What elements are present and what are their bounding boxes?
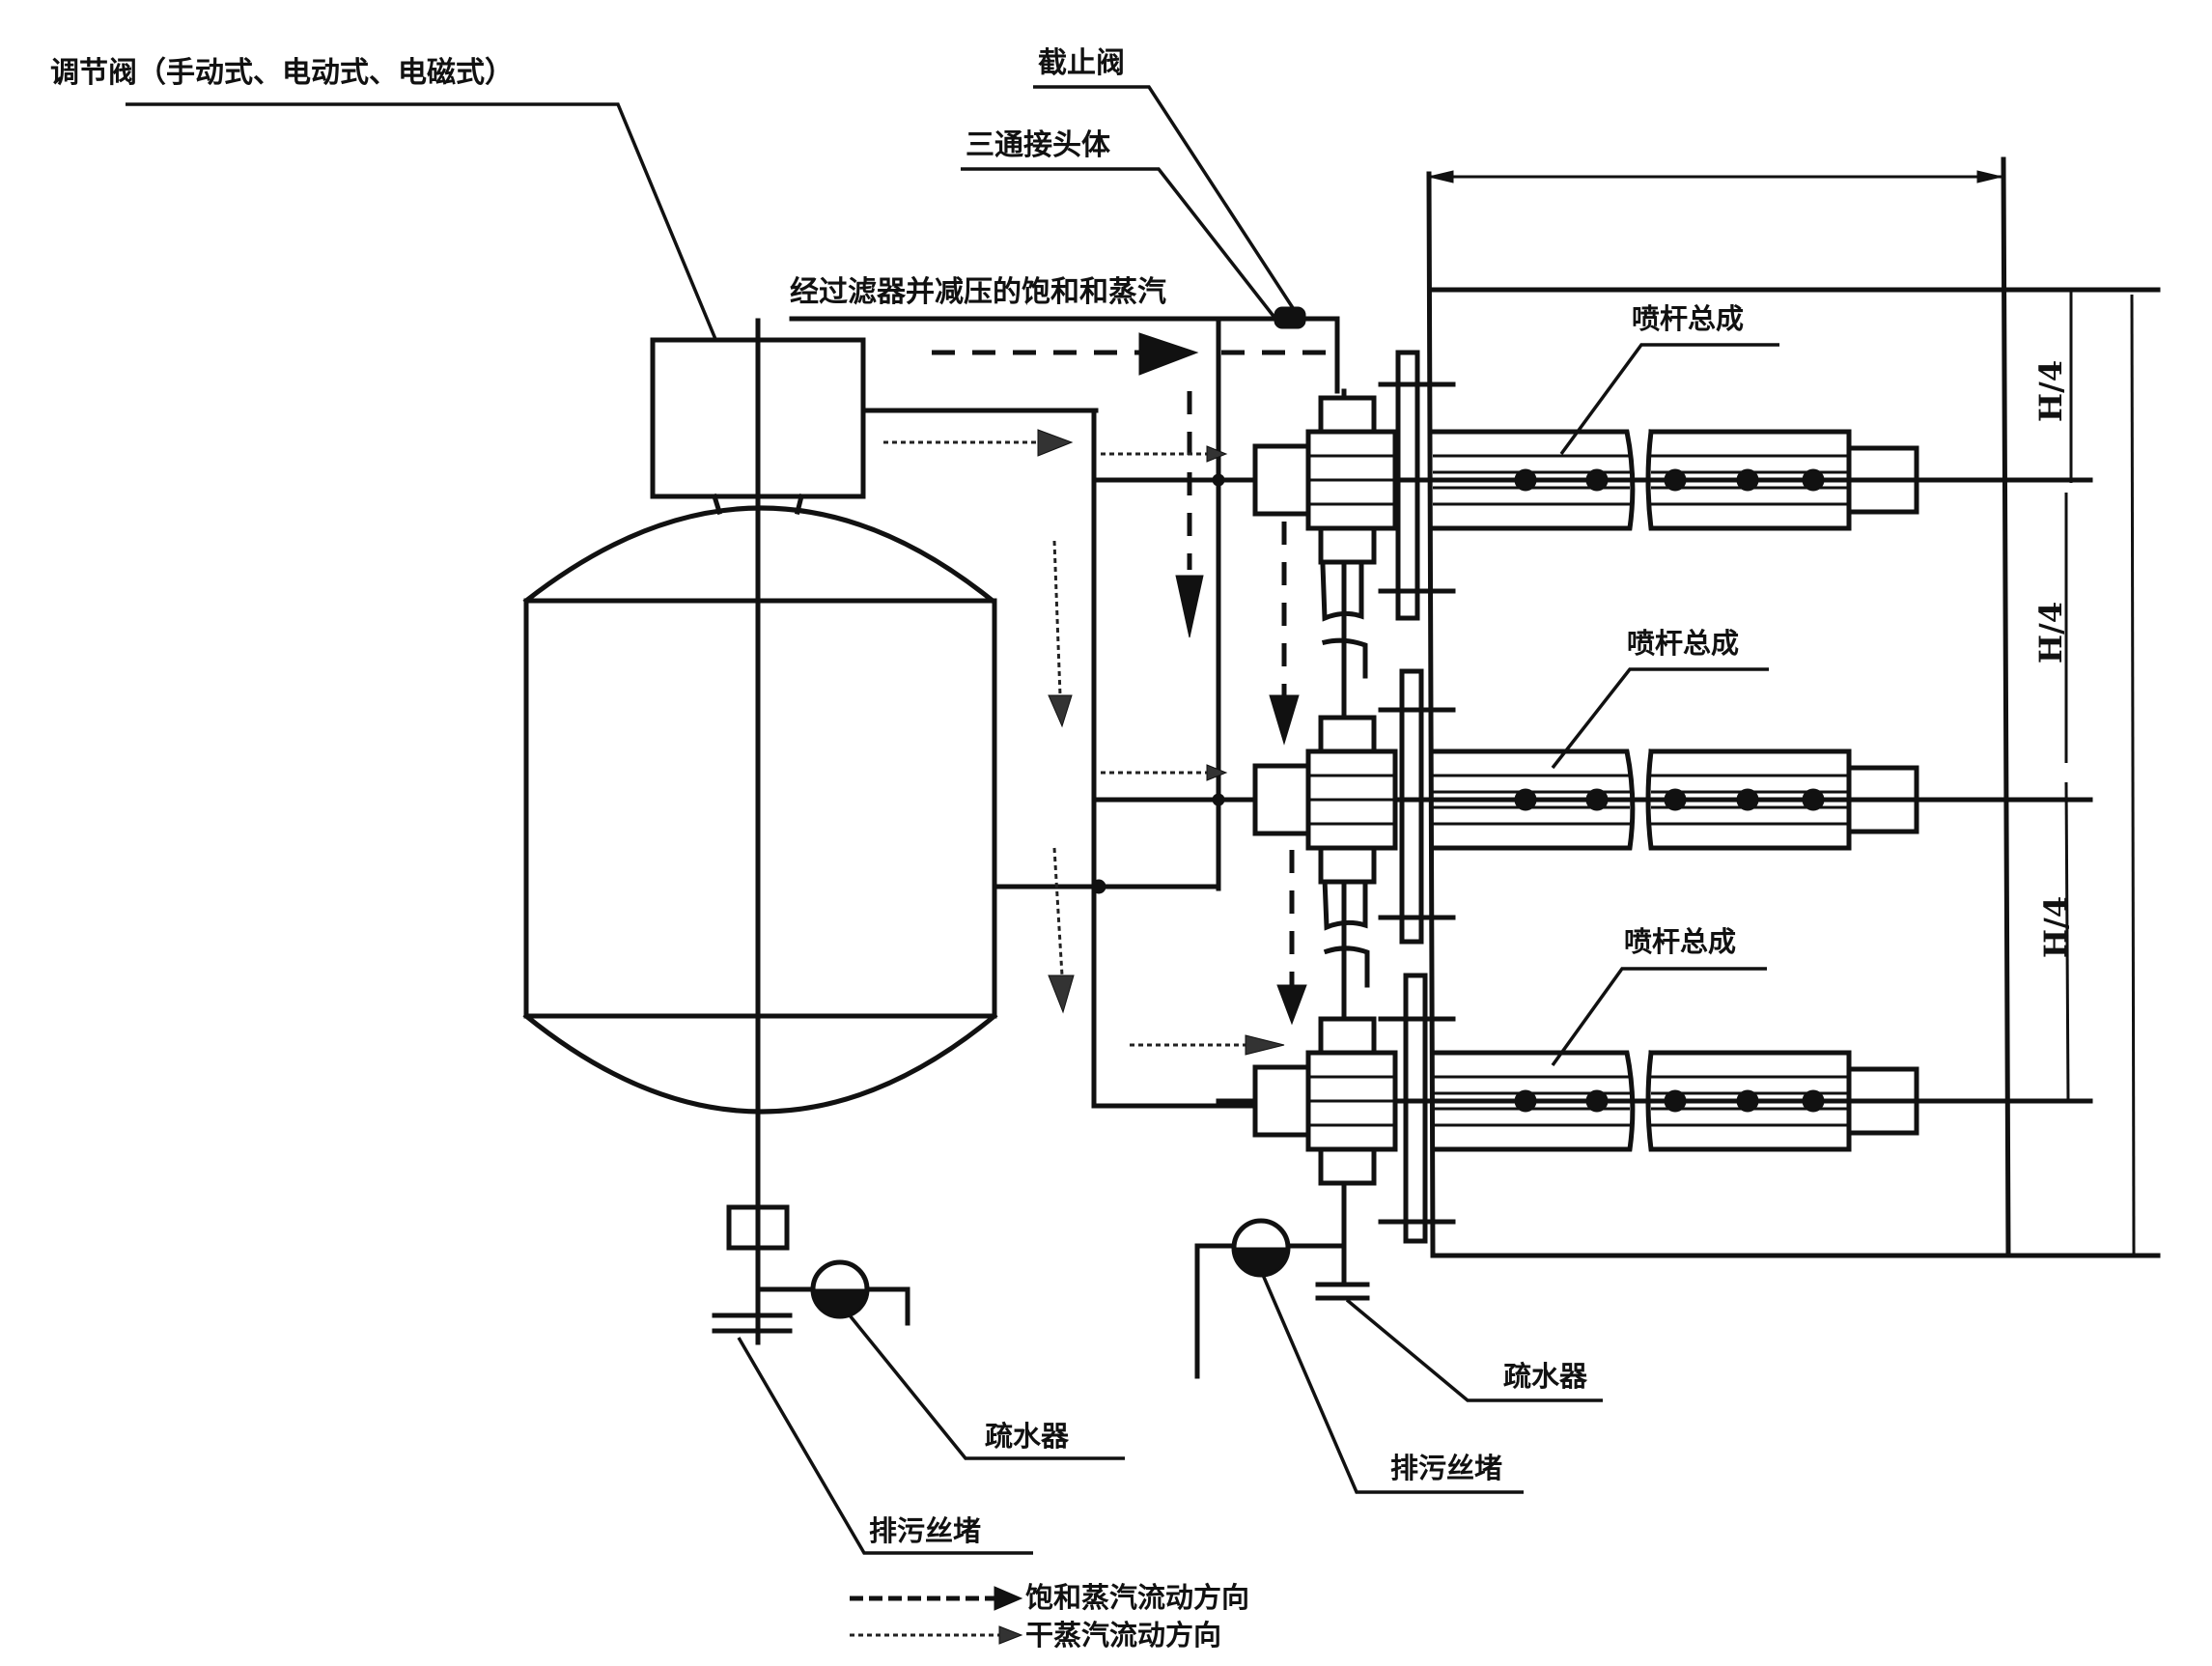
arrow-down-icon (1175, 575, 1204, 638)
arrow-down-icon (1276, 984, 1307, 1026)
legend: 饱和蒸汽流动方向 干蒸汽流动方向 (850, 1581, 1249, 1652)
drain-plug-label-left: 排污丝堵 (869, 1514, 981, 1547)
nozzle-assembly-label: 喷杆总成 (1627, 627, 1739, 660)
arrow-right-icon (994, 1586, 1023, 1611)
steam-tank (522, 318, 998, 1345)
control-valve-label: 调节阀（手动式、电动式、电磁式） (50, 56, 514, 90)
tee-fitting-label: 三通接头体 (966, 128, 1111, 162)
tee-fitting-callout: 三通接头体 (961, 128, 1281, 325)
nozzle-segment (1645, 429, 1852, 531)
nozzle-hole-icon (1514, 468, 1537, 492)
saturated-steam-arrows (932, 332, 1332, 1026)
nozzle-rows (1216, 395, 2093, 1186)
legend-label: 饱和蒸汽流动方向 (1025, 1581, 1249, 1614)
nozzle-hole-icon (1802, 788, 1825, 811)
nozzle-assembly-label: 喷杆总成 (1624, 925, 1736, 958)
nozzle-row (1216, 1016, 2093, 1186)
nozzle-hole-icon (1736, 468, 1759, 492)
legend-label: 干蒸汽流动方向 (1025, 1619, 1221, 1652)
nozzle-hole-icon (1664, 1089, 1687, 1113)
nozzle-hole-icon (1664, 468, 1687, 492)
nozzle-hole-icon (1802, 468, 1825, 492)
arrow-down-icon (1269, 694, 1300, 746)
nozzle-hole-icon (1585, 1089, 1609, 1113)
arrow-down-icon (1048, 974, 1075, 1014)
nozzle-assembly-callout-3: 喷杆总成 (1551, 925, 1767, 1067)
dimension-label: H/4 (2032, 360, 2069, 422)
nozzle-segment (1645, 748, 1852, 851)
drain-plug-label-right: 排污丝堵 (1390, 1452, 1502, 1484)
legend-item-saturated: 饱和蒸汽流动方向 (850, 1581, 1249, 1614)
arrow-right-icon (998, 1625, 1023, 1645)
nozzle-hole-icon (1585, 788, 1609, 811)
nozzle-inlet (1252, 1064, 1318, 1138)
dry-steam-arrows (883, 429, 1285, 1056)
right-trap-assembly: 疏水器 排污丝堵 (1194, 1218, 1603, 1494)
nozzle-assembly-callout-2: 喷杆总成 (1551, 627, 1769, 770)
nozzle-hole-icon (1736, 1089, 1759, 1113)
control-valve-callout: 调节阀（手动式、电动式、电磁式） (50, 56, 755, 431)
inlet-steam-label: 经过滤器并减压的饱和和蒸汽 (790, 275, 1166, 309)
nozzle-row (1216, 715, 2093, 885)
nozzle-hole-icon (1664, 788, 1687, 811)
nozzle-hole-icon (1514, 1089, 1537, 1113)
arrow-down-icon (1048, 694, 1073, 728)
nozzle-hole-icon (1802, 1089, 1825, 1113)
left-trap-assembly: 疏水器 排污丝堵 (712, 1259, 1125, 1555)
nozzle-assembly-callout-1: 喷杆总成 (1559, 302, 1779, 456)
nozzle-assembly-label: 喷杆总成 (1632, 302, 1744, 335)
arrow-right-icon (1037, 429, 1074, 457)
stop-valve-icon (1274, 306, 1306, 329)
trap-label-left: 疏水器 (985, 1420, 1070, 1453)
legend-item-dry: 干蒸汽流动方向 (850, 1619, 1221, 1652)
nozzle-hole-icon (1736, 788, 1759, 811)
inlet-steam-callout: 经过滤器并减压的饱和和蒸汽 (790, 275, 1166, 309)
dimension-label: H/4 (2032, 602, 2069, 664)
arrow-right-icon (1138, 332, 1199, 376)
trap-label-right: 疏水器 (1503, 1360, 1588, 1393)
nozzle-row (1216, 395, 2093, 565)
stop-valve-callout: 截止阀 (1033, 46, 1299, 315)
dimension-label: H/4 (2037, 896, 2074, 958)
dimension-frame: H/4 H/4 H/4 (1428, 156, 2161, 1258)
nozzle-segment (1645, 1050, 1852, 1152)
stop-valve-label: 截止阀 (1038, 46, 1125, 80)
nozzle-hole-icon (1585, 468, 1609, 492)
nozzle-hole-icon (1514, 788, 1537, 811)
